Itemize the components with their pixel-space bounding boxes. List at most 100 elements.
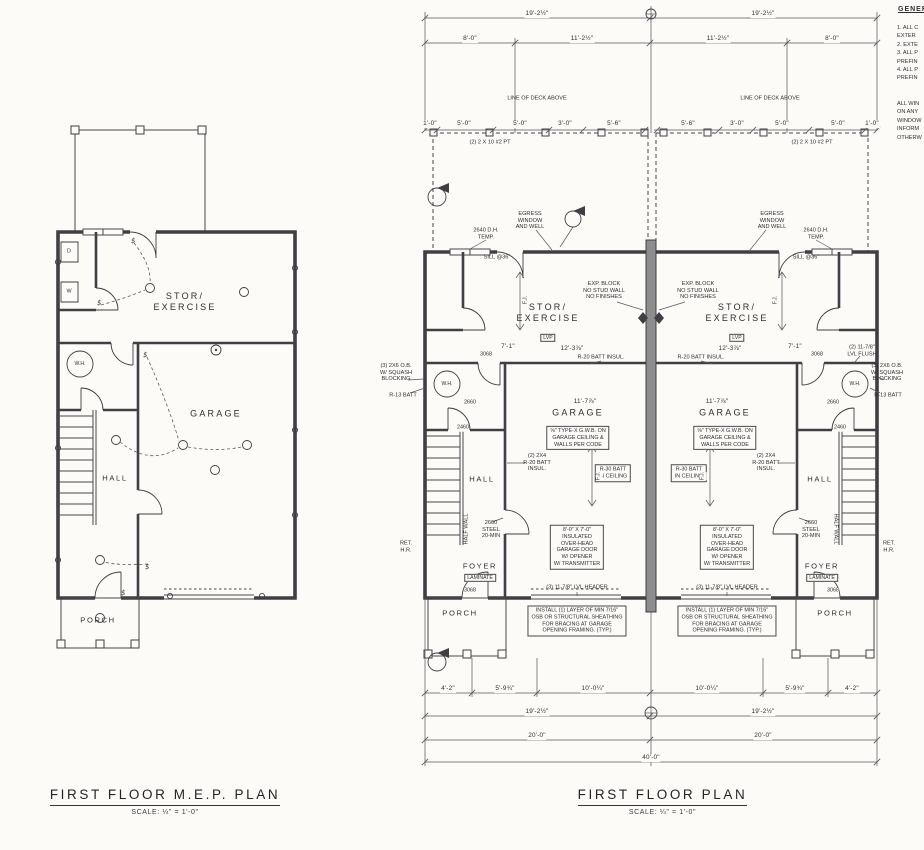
dim-label: 5'-9¾" [494,685,516,693]
dim-label: 3'-0" [557,120,573,128]
exp-block-note: EXP. BLOCK NO STUD WALL NO FINISHES [677,281,719,301]
insulation-note: R-13 BATT [389,392,417,399]
joist-direction-label: F.J. [595,471,603,481]
water-heater-symbol [434,371,460,397]
room-label-garage: GARAGE [552,407,604,418]
sill-note: SILL @36" [792,254,820,261]
dim-label: 5'-6" [680,120,696,128]
deck-post [71,126,79,134]
egress-note: EGRESS WINDOW AND WELL [515,211,545,231]
dim-label: 10'-0¼" [694,685,720,693]
handrail-note: RET. H.R. [399,540,413,553]
handrail-note: RET. H.R. [882,540,896,553]
switch-icons: $ $ $ $ $ [97,237,149,597]
dim-label: 5'-0" [830,120,846,128]
ceiling-light-symbols [96,284,252,623]
dim-label: 1'-0" [864,120,880,128]
svg-text:$: $ [97,299,101,307]
general-notes-body: 1. ALL C EXTER 2. EXTE 3. ALL P PREFIN 4… [897,25,919,82]
washer-symbol [61,282,78,302]
general-notes-body: ALL WIN ON ANY WINDOW INFORM OTHERW [897,101,922,141]
dim-label: 8'-0" [824,35,840,43]
dim-label: 20'-0" [527,732,547,740]
door-tag: 2660 [464,399,476,407]
svg-text:$: $ [131,237,135,245]
half-wall-note: HALF WALL [463,513,470,545]
dim-label: 19'-2½" [524,708,550,716]
header-note: (3) 11-7/8" LVL HEADER [696,584,758,591]
svg-text:$: $ [143,351,147,359]
dimension-lines [421,6,881,766]
door-tag: 2660 [827,399,839,407]
room-label-porch: PORCH [817,608,853,618]
room-label-porch: PORCH [442,608,478,618]
dim-label: 11'-2½" [705,35,731,43]
keynote-markers [428,9,664,719]
stairs [58,410,96,525]
deck-posts [430,129,868,136]
squash-block-note: (3) 2X6 O.B. W/ SQUASH BLOCKING [379,363,413,383]
window-tag: 2640 D.H. TEMP. [803,227,829,240]
garage-door-sill [164,595,254,599]
lvl-flush-note: (2) 11-7/8" LVL FLUSH [847,344,877,357]
svg-text:$: $ [145,563,149,571]
egress-note: EGRESS WINDOW AND WELL [757,211,787,231]
water-heater-symbol [67,351,93,377]
general-notes-title: GENER [898,6,924,13]
room-label-stor-exercise: STOR/ EXERCISE [153,291,217,312]
interior-walls [425,252,877,598]
stairs [425,430,877,545]
dim-label: 5'-0" [512,120,528,128]
floor-title-block: FIRST FLOOR PLAN SCALE: ¼" = 1'-0" [555,786,770,816]
ceiling-insulation-note: R-30 BATT IN CEILING [594,464,632,482]
exp-block-note: EXP. BLOCK NO STUD WALL NO FINISHES [583,281,625,301]
floor-finish-tag: LAMINATE [464,573,496,583]
floor-finish-tag: LVP [729,333,745,343]
svg-text:$: $ [121,589,125,597]
dim-label: 5'-9¾" [784,685,806,693]
dim-label: 1'-0" [422,120,438,128]
wiring-paths [101,243,242,565]
header-note: (3) 11-7/8" LVL HEADER [546,584,608,591]
room-label-garage: GARAGE [699,407,751,418]
steel-door-note: 2660 STEEL 20-MIN [481,520,501,540]
room-label-foyer: FOYER [462,561,498,571]
door-tag: 3068 [827,587,839,595]
dim-label: 7'-1" [500,343,516,351]
deck-framing-note: (2) 2 X 10 #2 PT [469,139,511,146]
deck-note: LINE OF DECK ABOVE [740,95,800,102]
dim-label: 5'-6" [606,120,622,128]
wall-type-marker [638,312,664,324]
insulation-note: R-13 BATT [874,392,902,399]
dim-label: 4'-2" [440,685,456,693]
dim-label: 20'-0" [753,732,773,740]
dim-label: 4'-2" [844,685,860,693]
mep-title-block: FIRST FLOOR M.E.P. PLAN SCALE: ¼" = 1'-0… [40,786,290,816]
garage-door-sill [531,595,771,599]
door-tag: 3068 [464,587,476,595]
dim-label: 19'-2½" [750,10,776,18]
room-label-stor-exercise: STOR/ EXERCISE [516,302,580,323]
half-wall-note: HALF WALL [832,513,839,545]
ceiling-insulation-note: R-30 BATT IN CEILING [670,464,708,482]
garage-door-note: 8'-0" X 7'-0" INSULATED OVER-HEAD GARAGE… [549,524,605,570]
floor-finish-tag: LAMINATE [806,573,838,583]
deck-post [198,126,206,134]
door-tag: 3068 [811,351,823,359]
room-label-hall: HALL [807,474,833,484]
joist-direction-label: F.J. [699,471,707,481]
gwb-note: ⅝" TYPE-X G.W.B. ON GARAGE CEILING & WAL… [546,425,610,451]
dim-label: 8'-0" [462,35,478,43]
porch-posts [424,650,874,658]
bracing-note: INSTALL (1) LAYER OF MIN 7/16" OSB OR ST… [677,605,777,637]
dim-label: 3'-0" [729,120,745,128]
mep-plan-linework: $ $ $ $ $ [55,126,297,648]
insulation-note: (2) 2X4 R-20 BATT INSUL. [523,453,551,473]
dim-label: 40'-0" [641,754,661,762]
floor-finish-tag: LVP [540,333,556,343]
water-heater-label: W.H. [74,360,86,367]
porch-post [96,640,104,648]
